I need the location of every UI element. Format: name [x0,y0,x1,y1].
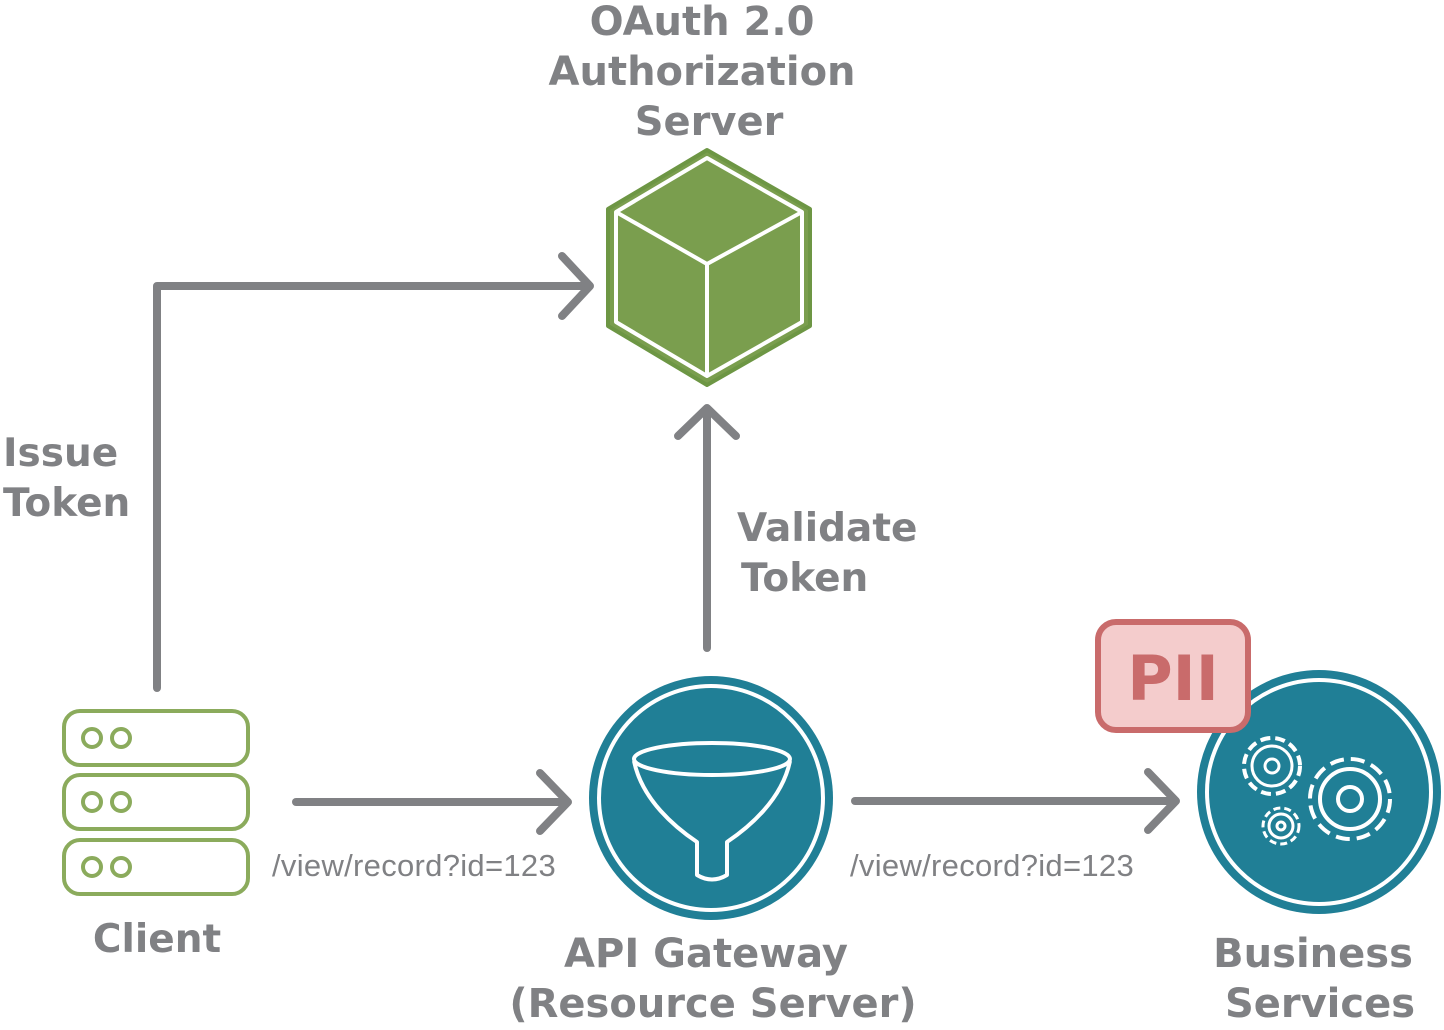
gears-icon [1197,670,1441,914]
api-gateway-node: API Gateway (Resource Server) [509,676,917,1027]
client-to-gateway-arrow [292,769,572,835]
auth-server-node: OAuth 2.0 Authorization Server [549,0,870,387]
business-services-label: Business Services [1213,931,1427,1027]
business-services-node: PII Business Services [1095,619,1441,1027]
cube-icon [606,148,812,387]
client-node: Client [62,709,250,962]
issue-token-label: Issue Token [3,431,132,526]
validate-token-label: Validate Token [737,506,931,601]
issue-token-arrow [153,252,594,692]
client-label: Client [93,917,221,962]
api-gateway-label: API Gateway (Resource Server) [509,931,916,1027]
gateway-request-path-label: /view/record?id=123 [850,848,1134,883]
gateway-to-business-arrow [851,768,1180,834]
server-stack-icon [62,709,250,896]
auth-server-label: OAuth 2.0 Authorization Server [549,0,870,145]
funnel-icon [589,676,833,920]
client-request-path-label: /view/record?id=123 [272,848,556,883]
pii-badge: PII [1095,619,1251,733]
validate-token-arrow [674,404,740,652]
pii-badge-label: PII [1127,642,1219,715]
